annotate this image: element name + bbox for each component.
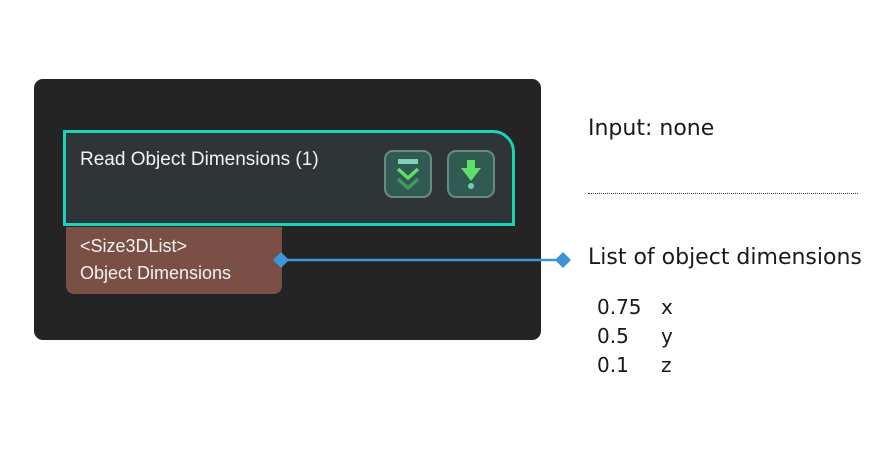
input-annotation: Input: none — [588, 116, 715, 141]
dimensions-list: 0.75 x 0.5 y 0.1 z — [597, 292, 673, 379]
port-type: <Size3DList> — [80, 236, 188, 256]
double-chevron-down-icon — [396, 159, 420, 191]
dimension-axis: z — [661, 352, 672, 377]
output-port-object-dimensions[interactable]: <Size3DList> Object Dimensions — [66, 227, 282, 294]
dimension-row-z: 0.1 z — [597, 350, 673, 379]
dimension-value: 0.1 — [597, 352, 629, 377]
node-title: Read Object Dimensions (1) — [80, 149, 319, 170]
annotation-anchor-diamond-icon — [555, 252, 571, 268]
dotted-divider — [588, 193, 858, 194]
collapse-button[interactable] — [384, 150, 432, 198]
dimension-value: 0.5 — [597, 323, 629, 348]
dimension-row-x: 0.75 x — [597, 292, 673, 321]
arrow-down-icon — [461, 160, 481, 189]
download-button[interactable] — [447, 150, 495, 198]
dimension-axis: y — [661, 323, 673, 348]
dimension-row-y: 0.5 y — [597, 321, 673, 350]
port-name: Object Dimensions — [80, 263, 232, 283]
dimension-axis: x — [661, 294, 673, 319]
port-anchor-diamond-icon — [273, 252, 289, 268]
read-object-dimensions-node[interactable]: Read Object Dimensions (1) — [63, 130, 515, 226]
dimension-value: 0.75 — [597, 294, 642, 319]
output-annotation: List of object dimensions — [588, 245, 862, 270]
